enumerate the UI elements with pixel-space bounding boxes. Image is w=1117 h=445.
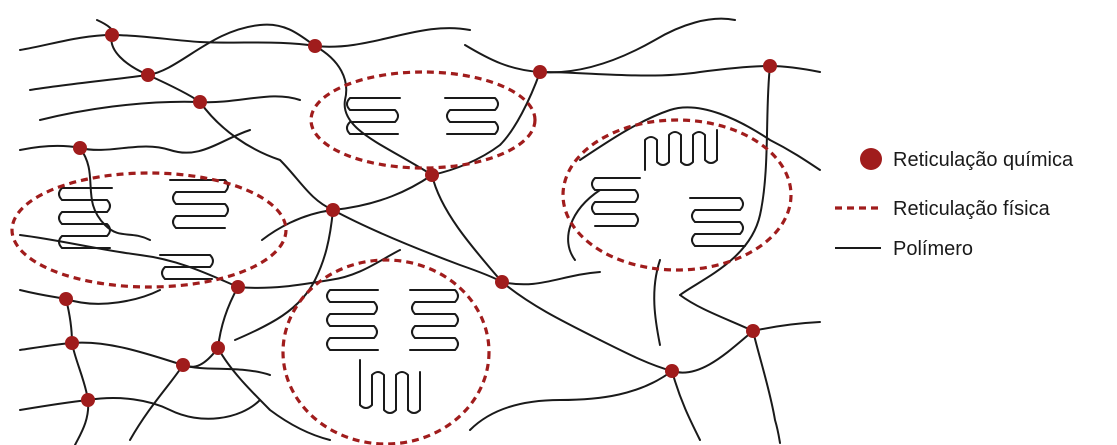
- chemical-crosslink: [231, 280, 245, 294]
- polymer-chain: [218, 348, 330, 440]
- folded-segment: [160, 255, 213, 279]
- polymer-chain: [654, 260, 660, 345]
- chemical-crosslink: [308, 39, 322, 53]
- legend-label-polymer: Polímero: [893, 238, 973, 260]
- polymer-chain: [540, 66, 820, 76]
- folded-segment: [347, 98, 400, 134]
- polymer-chain: [235, 210, 333, 340]
- chemical-crosslink: [176, 358, 190, 372]
- polymer-chain: [20, 28, 470, 50]
- legend-item-chemical: Reticulação química: [860, 148, 1074, 171]
- chemical-crosslink: [763, 59, 777, 73]
- chemical-crosslink: [665, 364, 679, 378]
- chemical-crosslink: [326, 203, 340, 217]
- polymer-chain: [80, 130, 250, 153]
- polymer-chain: [130, 365, 183, 440]
- polymer-chain: [470, 371, 672, 430]
- chemical-crosslink: [211, 341, 225, 355]
- chemical-crosslink: [533, 65, 547, 79]
- folded-segment: [170, 180, 228, 228]
- chemical-crosslink: [495, 275, 509, 289]
- legend: Reticulação química Reticulação física P…: [835, 148, 1074, 260]
- legend-item-polymer: Polímero: [835, 238, 973, 260]
- physical-crosslink-region: [311, 72, 535, 168]
- polymer-chain: [20, 146, 150, 240]
- chemical-crosslink: [73, 141, 87, 155]
- polymer-chain: [40, 96, 300, 120]
- folded-segment: [327, 290, 378, 350]
- polymer-chain: [20, 398, 260, 419]
- polymer-chain: [680, 66, 770, 295]
- chemical-crosslink: [193, 95, 207, 109]
- physical-crosslink-region: [283, 260, 489, 444]
- chemical-crosslink: [81, 393, 95, 407]
- polymer-chain: [680, 295, 753, 331]
- polymer-chain: [753, 331, 780, 443]
- chemical-crosslink: [746, 324, 760, 338]
- polymer-chain: [580, 107, 820, 170]
- polymer-chain: [30, 25, 315, 90]
- folded-segment: [645, 130, 717, 170]
- chemical-crosslink-symbol: [860, 148, 882, 170]
- polymer-chain: [20, 290, 160, 304]
- physical-crosslink-regions: [12, 72, 791, 444]
- chemical-crosslink: [105, 28, 119, 42]
- chemical-crosslink: [65, 336, 79, 350]
- polymer-chain: [200, 102, 333, 210]
- chemical-crosslink: [425, 168, 439, 182]
- polymer-chain: [672, 371, 700, 440]
- physical-crosslink-region: [12, 173, 286, 287]
- polymer-chain: [465, 19, 735, 73]
- folded-segments: [59, 98, 745, 413]
- polymer-chain: [600, 322, 820, 373]
- folded-segment: [360, 360, 420, 413]
- polymer-chain: [183, 287, 238, 367]
- chemical-crosslink: [59, 292, 73, 306]
- physical-crosslink-region: [563, 120, 791, 270]
- polymer-chain: [66, 299, 88, 445]
- polymer-chain: [502, 272, 600, 284]
- folded-segment: [410, 290, 458, 350]
- legend-label-chemical: Reticulação química: [893, 149, 1074, 171]
- folded-segment: [592, 178, 640, 226]
- chemical-crosslink: [141, 68, 155, 82]
- folded-segment: [445, 98, 498, 134]
- legend-item-physical: Reticulação física: [835, 198, 1051, 220]
- legend-label-physical: Reticulação física: [893, 198, 1051, 220]
- folded-segment: [690, 198, 745, 246]
- folded-segment: [59, 188, 112, 248]
